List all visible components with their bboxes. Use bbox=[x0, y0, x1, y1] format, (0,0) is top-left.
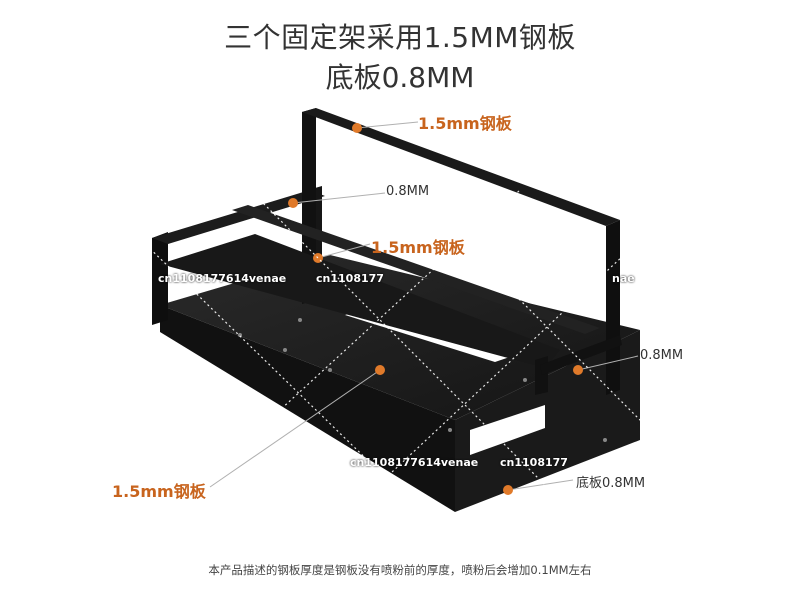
watermark-5: cn1108177 bbox=[500, 456, 568, 469]
watermark-4: cn1108177614venae bbox=[350, 456, 479, 469]
middle-rail bbox=[232, 205, 600, 334]
tall-frame-top-bar bbox=[302, 108, 620, 226]
right-panel bbox=[455, 330, 640, 512]
label-middle-rail: 1.5mm钢板 bbox=[371, 238, 465, 257]
watermark-1: cn1108177614venae bbox=[158, 272, 287, 285]
label-top-frame: 1.5mm钢板 bbox=[418, 114, 512, 133]
callout-dot-top-frame bbox=[352, 123, 362, 133]
left-front-post bbox=[152, 232, 168, 325]
callout-dot-base-plate bbox=[503, 485, 513, 495]
callout-dot-front-panel bbox=[375, 365, 385, 375]
callout-dot-upper-bar bbox=[288, 198, 298, 208]
product-title-line1: 三个固定架采用1.5MM钢板 bbox=[224, 21, 576, 54]
left-top-bar bbox=[152, 190, 325, 244]
callout-dot-side-bar bbox=[573, 365, 583, 375]
product-title-line2: 底板0.8MM bbox=[325, 61, 475, 94]
label-side-bar: 0.8MM bbox=[640, 348, 684, 363]
label-upper-bar: 0.8MM bbox=[386, 184, 430, 199]
tall-frame-right-post bbox=[606, 220, 620, 395]
watermark-3: nae bbox=[612, 272, 635, 285]
middle-rail-front bbox=[160, 234, 560, 368]
thickness-footnote: 本产品描述的钢板厚度是钢板没有喷粉前的厚度，喷粉后会增加0.1MM左右 bbox=[208, 563, 592, 577]
label-base-plate: 底板0.8MM bbox=[576, 476, 646, 491]
right-side-bar bbox=[540, 335, 622, 375]
rail-support bbox=[535, 356, 548, 395]
label-front-panel: 1.5mm钢板 bbox=[112, 482, 206, 501]
watermark-2: cn1108177 bbox=[316, 272, 384, 285]
front-panel bbox=[160, 305, 455, 512]
